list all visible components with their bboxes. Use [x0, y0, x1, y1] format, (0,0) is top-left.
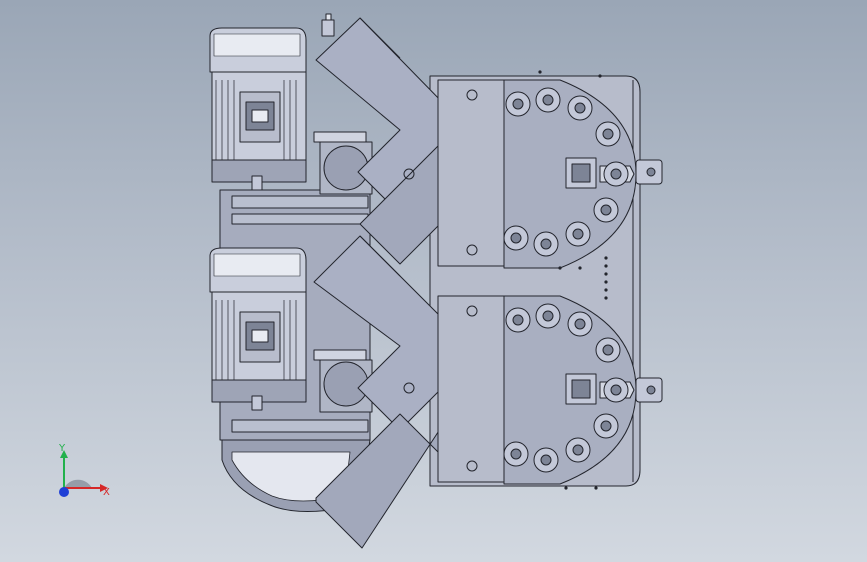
mounting-ear-lower: [635, 377, 663, 403]
x-axis-label: X: [103, 487, 110, 498]
bearing-plate-upper: [437, 79, 505, 267]
top-fitting: [321, 13, 335, 37]
motor-lower: [209, 247, 307, 411]
y-axis-label: Y: [59, 443, 66, 454]
coupling-upper: [313, 131, 373, 195]
coupling-lower: [313, 349, 373, 413]
roller-set-lower: [503, 303, 629, 473]
motor-upper: [209, 27, 307, 191]
chevron-housing: [313, 17, 447, 549]
bearing-plate-lower: [437, 295, 505, 483]
coordinate-triad: [59, 450, 108, 497]
mounting-ear-upper: [635, 159, 663, 185]
roller-set-upper: [503, 87, 629, 257]
bolt-pattern: [538, 70, 608, 490]
